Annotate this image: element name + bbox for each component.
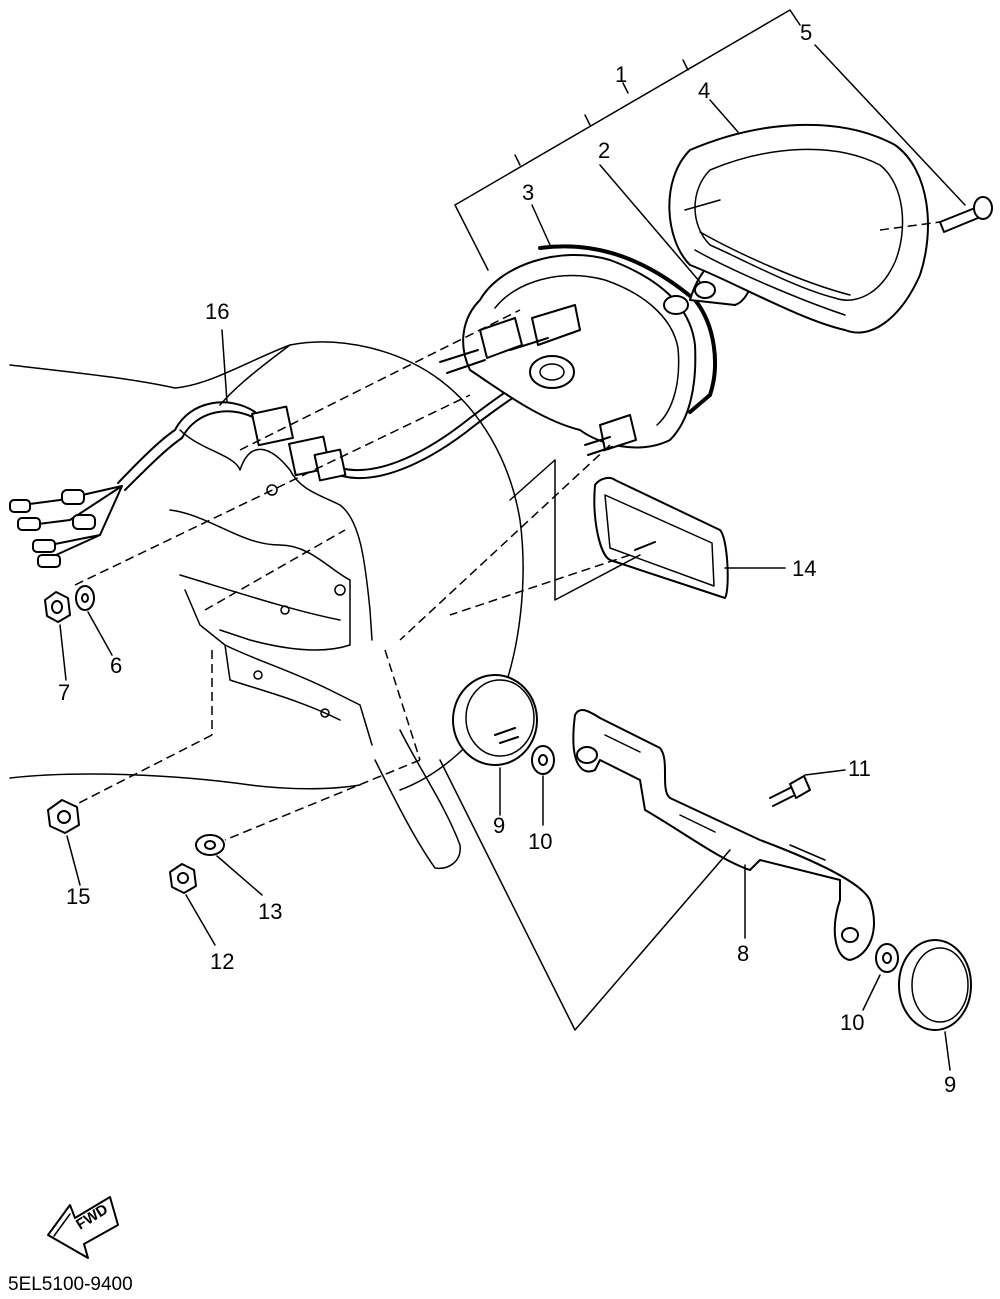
nut-12 xyxy=(169,863,197,894)
bracket-screw xyxy=(769,775,811,807)
license-light-plate xyxy=(593,476,729,599)
assembly-lines xyxy=(74,221,941,841)
reflector-left xyxy=(452,674,538,766)
label-part-12: 12 xyxy=(210,949,234,974)
label-part-2: 2 xyxy=(598,138,610,163)
reflector-right xyxy=(898,939,972,1031)
washer-10-left xyxy=(531,745,555,775)
wire-harness xyxy=(9,367,551,568)
label-part-11: 11 xyxy=(848,756,871,781)
taillight-housing xyxy=(439,244,717,456)
label-part-7: 7 xyxy=(58,680,70,705)
label-part-1: 1 xyxy=(615,62,627,87)
nut-15 xyxy=(47,799,80,834)
label-part-16: 16 xyxy=(205,299,229,324)
label-part-5: 5 xyxy=(800,20,812,45)
washer-13 xyxy=(195,834,225,856)
lens-screw xyxy=(939,196,993,233)
label-part-9-left: 9 xyxy=(493,813,505,838)
forward-direction-badge: FWD xyxy=(47,1196,119,1259)
part-labels: 1 2 3 4 5 6 7 8 9 9 10 10 11 12 13 14 15… xyxy=(58,20,956,1097)
label-part-4: 4 xyxy=(698,78,710,103)
nut-7 xyxy=(44,591,71,623)
label-part-3: 3 xyxy=(522,180,534,205)
leader-lines xyxy=(59,9,966,1071)
washer-10-right xyxy=(875,943,899,973)
label-part-13: 13 xyxy=(258,899,282,924)
reflector-bracket xyxy=(572,708,875,961)
label-part-15: 15 xyxy=(66,884,90,909)
label-part-8: 8 xyxy=(737,941,749,966)
label-part-6: 6 xyxy=(110,653,122,678)
drawing-code: 5EL5100-9400 xyxy=(8,1274,133,1295)
washer-6 xyxy=(75,585,95,611)
label-part-10-left: 10 xyxy=(528,829,552,854)
label-part-14: 14 xyxy=(792,556,816,581)
label-part-10-right: 10 xyxy=(840,1010,864,1035)
label-part-9-right: 9 xyxy=(944,1072,956,1097)
forward-arrow-icon xyxy=(53,1213,71,1237)
taillight-lens xyxy=(668,123,929,334)
